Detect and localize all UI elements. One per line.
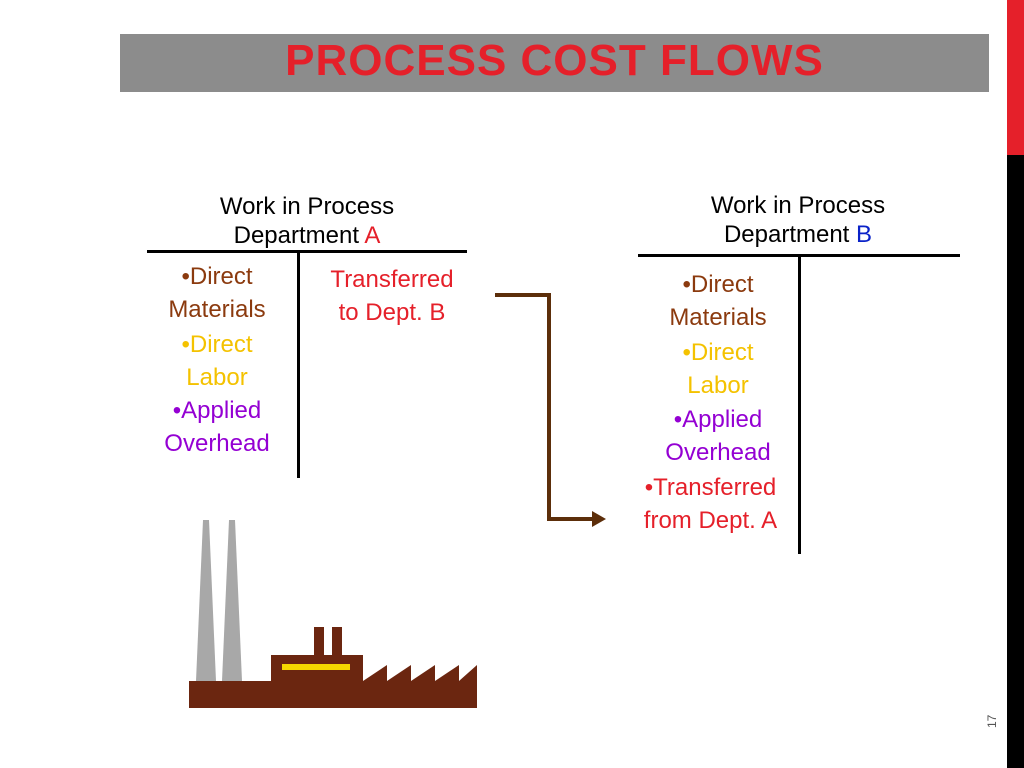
account-a-debit-labor: •Direct Labor bbox=[147, 328, 287, 394]
account-b-debit-materials-line2: Materials bbox=[669, 304, 767, 331]
title-bar: PROCESS COST FLOWS bbox=[120, 34, 989, 92]
account-b-debit-transferred-line2: from Dept. A bbox=[643, 507, 778, 534]
account-a-debit-materials-line1: •Direct bbox=[181, 263, 253, 290]
smokestack-left bbox=[196, 520, 216, 681]
account-a-heading-line2: Department A bbox=[147, 221, 467, 250]
account-b-debit-overhead-line1: •Applied bbox=[673, 406, 763, 433]
account-b-debit-labor-line1: •Direct bbox=[682, 339, 754, 366]
account-b-debit-transferred: •Transferred from Dept. A bbox=[628, 471, 793, 537]
account-b-debit-transferred-line1: •Transferred bbox=[644, 474, 777, 501]
account-a-credit-transfer-line2: to Dept. B bbox=[338, 299, 446, 326]
factory-base bbox=[189, 681, 477, 708]
account-b-dept-letter: B bbox=[856, 221, 873, 248]
account-a-heading: Work in Process Department A bbox=[147, 192, 467, 250]
account-a-debit-labor-line2: Labor bbox=[186, 364, 248, 391]
account-b-debit-materials-line1: •Direct bbox=[682, 271, 754, 298]
account-a-heading-line1: Work in Process bbox=[219, 193, 395, 220]
account-a-dept-letter: A bbox=[364, 222, 381, 249]
account-a-debit-overhead: •Applied Overhead bbox=[147, 394, 287, 460]
account-a-vertical-rule bbox=[297, 250, 300, 478]
account-a-credit-transfer: Transferred to Dept. B bbox=[307, 263, 477, 329]
chimney-left bbox=[314, 627, 324, 659]
factory-icon bbox=[189, 520, 477, 708]
account-a-debit-labor-line1: •Direct bbox=[181, 331, 253, 358]
account-b-debit-overhead-line2: Overhead bbox=[665, 439, 771, 466]
page-number: 17 bbox=[985, 714, 999, 728]
account-a-debit-materials-line2: Materials bbox=[168, 296, 266, 323]
account-b-debit-labor: •Direct Labor bbox=[648, 336, 788, 402]
account-a-debit-materials: •Direct Materials bbox=[147, 260, 287, 326]
account-a-dept-label: Department bbox=[233, 222, 360, 249]
account-b-vertical-rule bbox=[798, 254, 801, 554]
account-b-dept-label: Department bbox=[723, 221, 850, 248]
flow-arrow-line bbox=[495, 293, 595, 521]
account-b-debit-labor-line2: Labor bbox=[687, 372, 749, 399]
factory-sawtooth-roof bbox=[363, 665, 477, 681]
account-a-horizontal-rule bbox=[147, 250, 467, 253]
account-b-heading: Work in Process Department B bbox=[638, 191, 958, 249]
account-b-debit-overhead: •Applied Overhead bbox=[648, 403, 788, 469]
account-a-debit-overhead-line1: •Applied bbox=[172, 397, 262, 424]
slide-title: PROCESS COST FLOWS bbox=[285, 36, 824, 85]
edge-red-stripe bbox=[1007, 0, 1024, 155]
smokestack-right bbox=[222, 520, 242, 681]
account-a-credit-transfer-line1: Transferred bbox=[330, 266, 454, 293]
account-a-debit-overhead-line2: Overhead bbox=[164, 430, 270, 457]
account-b-heading-line2: Department B bbox=[638, 220, 958, 249]
account-b-heading-line1: Work in Process bbox=[710, 192, 886, 219]
edge-black-stripe bbox=[1007, 155, 1024, 768]
chimney-right bbox=[332, 627, 342, 659]
factory-window-strip bbox=[282, 664, 350, 670]
account-b-debit-materials: •Direct Materials bbox=[648, 268, 788, 334]
flow-arrow-head bbox=[592, 511, 606, 527]
